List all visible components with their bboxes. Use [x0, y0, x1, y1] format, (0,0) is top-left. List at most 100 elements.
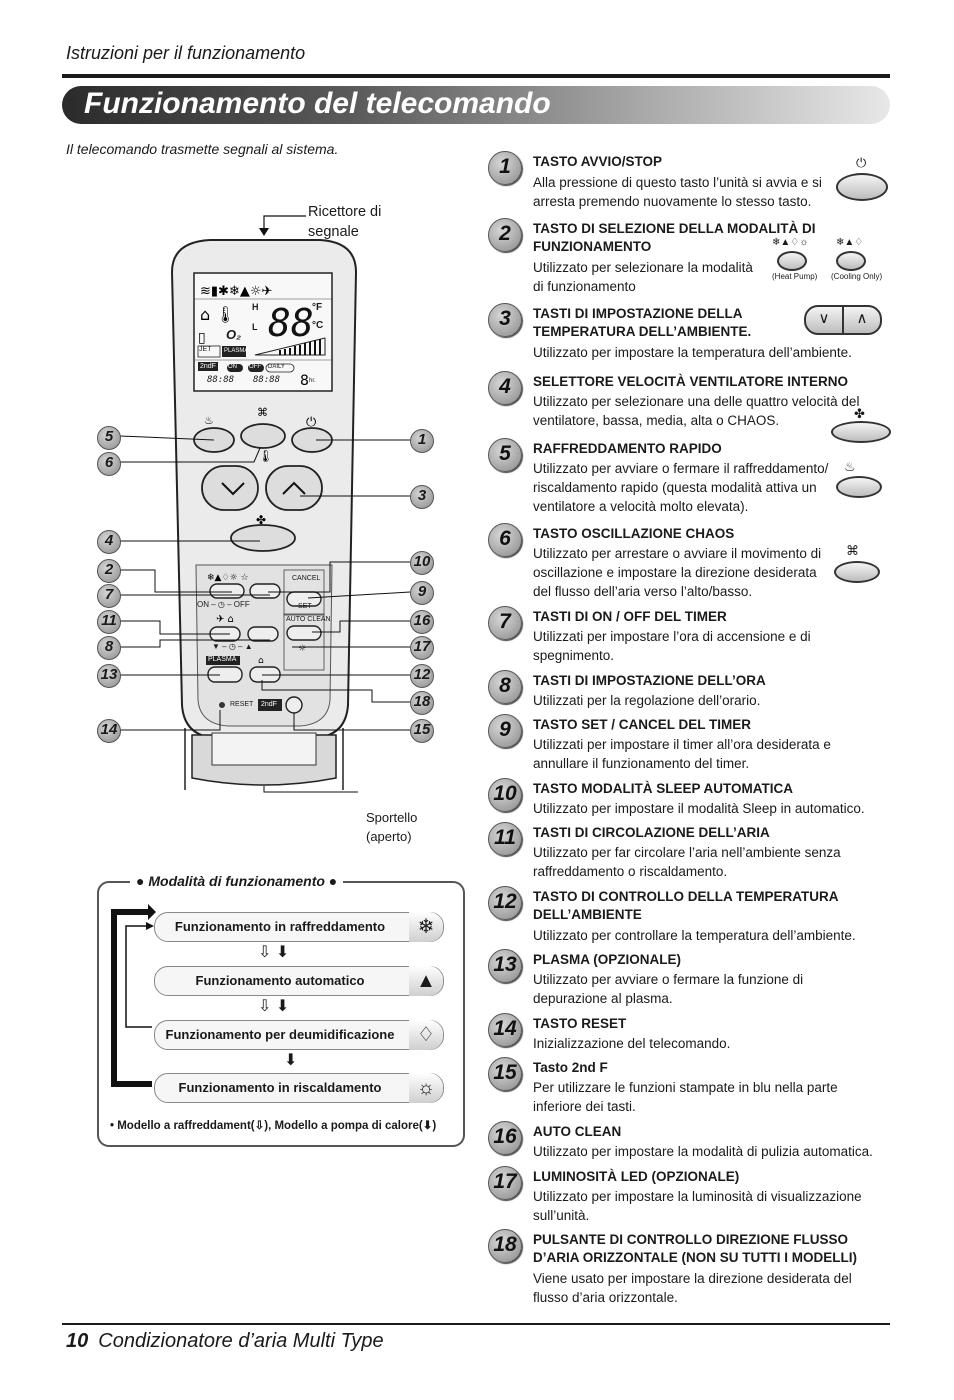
- display-off-time: 88:88: [253, 375, 281, 385]
- outline-arrow-icon: ⇩: [254, 1120, 265, 1132]
- svg-text:⌘: ⌘: [257, 406, 268, 419]
- section-header: Istruzioni per il funzionamento: [66, 43, 306, 63]
- remote-callout-5: 5: [97, 426, 121, 450]
- item-number: 2: [488, 218, 522, 252]
- remote-callout-8: 8: [97, 636, 121, 660]
- item-desc: Utilizzato per impostare la luminosità d…: [533, 1189, 862, 1223]
- item-desc: Utilizzato per impostare la modalità di …: [533, 1144, 873, 1159]
- item-desc: Utilizzati per impostare l’ora di accens…: [533, 629, 811, 663]
- item-desc: Utilizzato per controllare la temperatur…: [533, 928, 856, 943]
- svg-text:⌂: ⌂: [258, 656, 264, 666]
- display-unit-f: °F: [312, 302, 323, 313]
- item-desc: Utilizzato per far circolare l’aria nell…: [533, 845, 841, 879]
- item-title: TASTI DI ON / OFF DEL TIMER: [533, 609, 727, 624]
- item-desc: Inizializzazione del telecomando.: [533, 1036, 731, 1051]
- item-number: 14: [488, 1013, 522, 1047]
- cooling-icon: ❄: [409, 912, 443, 942]
- cooling-only-label: (Cooling Only): [831, 272, 883, 281]
- item-number: 1: [488, 151, 522, 185]
- item-desc: Alla pressione di questo tasto l’unità s…: [533, 175, 822, 209]
- jet-icon: ♨: [844, 459, 856, 474]
- item-number: 9: [488, 714, 522, 748]
- item-desc: Utilizzato per impostare la temperatura …: [533, 345, 852, 360]
- solid-arrow-icon: ⬇: [422, 1120, 433, 1132]
- item-title: Tasto 2nd F: [533, 1060, 608, 1075]
- footer-title: Condizionatore d’aria Multi Type: [98, 1330, 384, 1352]
- receiver-label: Ricettore di segnale: [308, 204, 382, 240]
- header-rule: [62, 74, 890, 78]
- display-2ndf: 2ndF: [200, 363, 216, 370]
- mode-arrow: ⬇: [284, 1052, 298, 1069]
- item-number: 6: [488, 523, 522, 557]
- auto-icon: ▲: [409, 966, 443, 996]
- item-desc: Utilizzato per arrestare o avviare il mo…: [533, 546, 822, 599]
- mode-button-icon: [777, 251, 807, 271]
- item-title: RAFFREDDAMENTO RAPIDO: [533, 441, 722, 456]
- mode-icons: ❄▲♢☼: [772, 237, 809, 248]
- display-hi: H: [252, 302, 259, 312]
- footer: 10 Condizionatore d’aria Multi Type: [66, 1330, 384, 1353]
- remote-callout-18: 18: [410, 691, 434, 715]
- display-on-time: 88:88: [207, 375, 235, 385]
- item-title: TASTI DI IMPOSTAZIONE DELL’ORA: [533, 673, 766, 688]
- item-number: 17: [488, 1166, 522, 1200]
- item-title: TASTI DI CIRCOLAZIONE DELL’ARIA: [533, 825, 770, 840]
- item-title: SELETTORE VELOCITÀ VENTILATORE INTERNO: [533, 374, 849, 389]
- mode-cooling: Funzionamento in raffreddamento❄: [154, 912, 444, 942]
- svg-text:8: 8: [300, 373, 309, 389]
- remote-callout-3: 3: [410, 485, 434, 509]
- mode-button-icon: [836, 251, 866, 271]
- remote-callout-14: 14: [97, 719, 121, 743]
- item-title: AUTO CLEAN: [533, 1124, 622, 1139]
- jet-button-icon: [836, 476, 882, 498]
- item-number: 15: [488, 1057, 522, 1091]
- cancel-label: CANCEL: [292, 575, 321, 582]
- display-unit-c: °C: [312, 320, 324, 331]
- svg-text:❄▲♢☼ ☆: ❄▲♢☼ ☆: [207, 573, 249, 583]
- remote-callout-9: 9: [410, 581, 434, 605]
- item-title: TASTO DI SELEZIONE DELLA MODALITÀ DI FUN…: [533, 221, 816, 254]
- display-plasma: PLASMA: [224, 348, 249, 354]
- mode-dehumidify: Funzionamento per deumidificazione♢: [154, 1020, 444, 1050]
- remote-callout-11: 11: [97, 610, 121, 634]
- remote-control-illustration: ≋▮✱❄▲☼✈ ⌂ 🌡 ▯ 88 8 ♨ ⌘ ⏻ 🌡 ✤ ❄▲♢☼ ☆ ✈ ⌂ …: [119, 215, 411, 793]
- mode-icons: ❄▲♢: [836, 237, 864, 248]
- time-label: ▼ – ◷ – ▲: [212, 642, 253, 651]
- mode-cycle-arrows: [111, 904, 156, 1087]
- item-number: 5: [488, 438, 522, 472]
- item-number: 4: [488, 371, 522, 405]
- display-off: OFF: [249, 364, 261, 370]
- modes-title: ● Modalità di funzionamento ●: [130, 873, 344, 889]
- auto-clean-label: AUTO CLEAN: [286, 616, 331, 623]
- on-off-label: ON – ◷ – OFF: [197, 600, 250, 609]
- page-title: Funzionamento del telecomando: [84, 87, 551, 120]
- item-number: 7: [488, 606, 522, 640]
- item-number: 18: [488, 1229, 522, 1263]
- item-desc: Utilizzato per selezionare una delle qua…: [533, 394, 860, 428]
- item-title: LUMINOSITÀ LED (OPZIONALE): [533, 1169, 740, 1184]
- item-number: 13: [488, 949, 522, 983]
- item-desc: Utilizzati per impostare il timer all’or…: [533, 737, 831, 771]
- mode-arrows: ⇩ ⬇: [258, 944, 290, 961]
- remote-callout-10: 10: [410, 551, 434, 575]
- display-on: ON: [228, 364, 237, 370]
- item-desc: Utilizzato per avviare o fermare il raff…: [533, 461, 829, 514]
- svg-text:≋▮✱❄▲☼✈: ≋▮✱❄▲☼✈: [200, 284, 272, 299]
- svg-text:⏻: ⏻: [306, 415, 316, 430]
- item-title: TASTO SET / CANCEL DEL TIMER: [533, 717, 752, 732]
- item-desc: Utilizzato per selezionare la modalità d…: [533, 260, 753, 294]
- door-label: Sportello (aperto): [366, 810, 418, 844]
- heat-pump-label: (Heat Pump): [772, 272, 818, 281]
- item-title: TASTO AVVIO/STOP: [533, 154, 663, 169]
- item-number: 3: [488, 303, 522, 337]
- droplet-icon: ♢: [409, 1020, 443, 1050]
- item-desc: Per utilizzare le funzioni stampate in b…: [533, 1080, 838, 1114]
- item-title: TASTO OSCILLAZIONE CHAOS: [533, 526, 735, 541]
- remote-callout-13: 13: [97, 664, 121, 688]
- page-number: 10: [66, 1330, 89, 1352]
- modes-note: • Modello a raffreddament(⇩), Modello a …: [110, 1120, 437, 1132]
- plasma-label: PLASMA: [208, 656, 237, 663]
- item-number: 8: [488, 670, 522, 704]
- swing-icon: ⌘: [846, 543, 859, 558]
- reset-label: RESET: [230, 701, 254, 708]
